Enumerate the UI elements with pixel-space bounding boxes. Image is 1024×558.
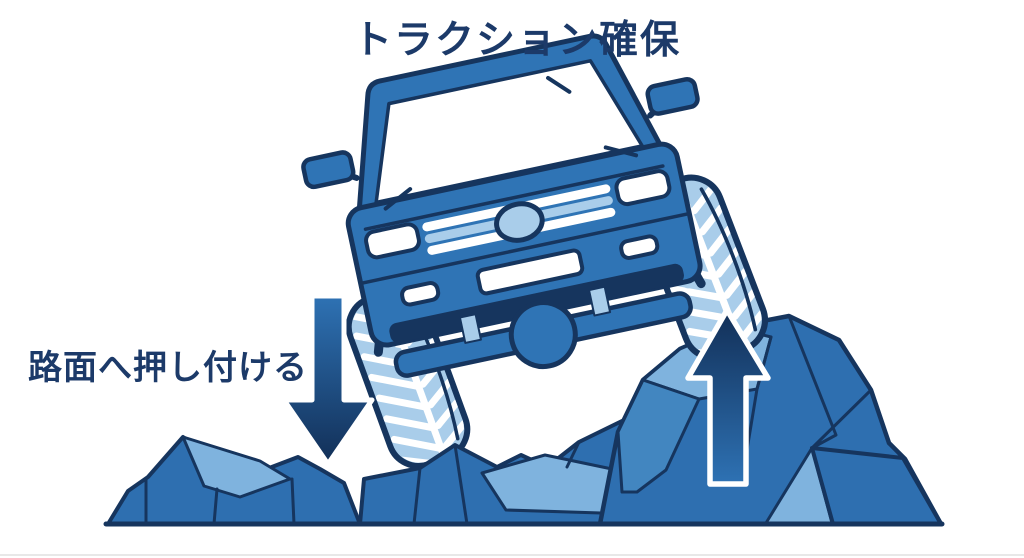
right-mirror xyxy=(645,77,700,116)
bottom-edge-line xyxy=(0,554,1024,556)
cowl-lines xyxy=(383,145,639,211)
left-headlight xyxy=(364,222,421,260)
rock-left-facet-lines xyxy=(144,477,296,526)
press-to-road-label: 路面へ押し付ける xyxy=(28,349,308,387)
rock-field xyxy=(103,313,945,527)
tire-shoulder-line xyxy=(699,187,758,332)
rock-left-top-facet xyxy=(181,435,292,499)
axle-link-left xyxy=(458,313,482,344)
rearview-mirror-line xyxy=(546,75,572,94)
left-fog-light xyxy=(400,281,441,307)
rock-middle-facet-lines xyxy=(412,440,581,526)
brand-emblem xyxy=(494,201,545,243)
boulder-left-facet xyxy=(616,378,701,494)
left-mirror xyxy=(301,150,356,190)
axle-link-right xyxy=(588,285,612,317)
up-arrow-icon xyxy=(685,307,771,487)
diagram-title: トラクション確保 xyxy=(353,19,681,62)
boulder-facet-lines xyxy=(742,314,873,470)
differential xyxy=(508,300,578,370)
down-arrow-icon xyxy=(281,293,375,467)
suv-illustration xyxy=(301,33,706,378)
grille-top-line xyxy=(363,164,665,231)
bumper-top-line xyxy=(358,211,692,286)
license-recess xyxy=(475,248,585,296)
right-fog-light xyxy=(619,234,660,260)
right-headlight xyxy=(614,169,672,207)
